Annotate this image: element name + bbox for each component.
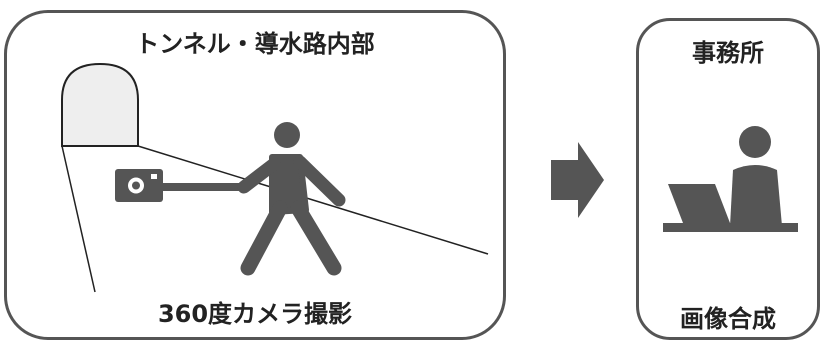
walking-person-icon bbox=[237, 122, 346, 276]
person-at-laptop-icon bbox=[663, 126, 798, 232]
office-panel bbox=[636, 18, 820, 340]
tunnel-title: トンネル・導水路内部 bbox=[135, 30, 375, 58]
tunnel-icon bbox=[61, 62, 489, 293]
tunnel-caption: 360度カメラ撮影 bbox=[157, 300, 353, 328]
camera-icon bbox=[115, 169, 242, 202]
right-arrow-icon bbox=[551, 142, 604, 218]
office-caption: 画像合成 bbox=[680, 305, 776, 333]
office-title: 事務所 bbox=[692, 39, 764, 67]
